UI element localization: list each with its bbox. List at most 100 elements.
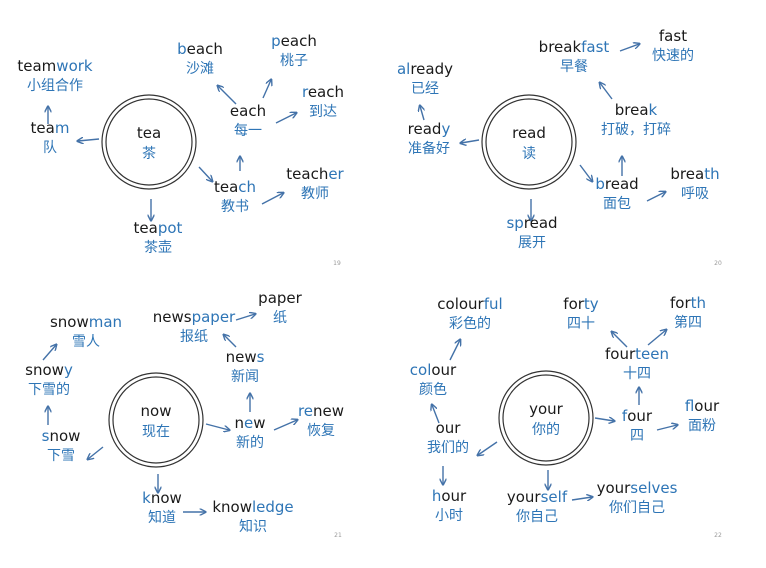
root-word-your: your <box>529 400 564 418</box>
word-teamwork: teamwork <box>17 57 93 75</box>
translation-our: 我们的 <box>427 440 469 456</box>
word-break: break <box>615 101 658 119</box>
word-part: col <box>410 361 432 379</box>
word-part: for <box>563 295 584 313</box>
word-part: tea <box>31 119 55 137</box>
translation-new: 新的 <box>236 435 264 451</box>
word-part: each <box>230 102 266 120</box>
translation-beach: 沙滩 <box>186 61 214 77</box>
word-part: our <box>694 397 720 415</box>
word-part: our <box>431 361 457 379</box>
word-teapot: teapot <box>134 219 183 237</box>
word-part: b <box>595 175 605 193</box>
word-forty: forty <box>563 295 599 313</box>
word-ready: ready <box>408 120 451 138</box>
word-bread: bread <box>595 175 638 193</box>
translation-teach: 教书 <box>221 199 249 215</box>
word-part: team <box>17 57 56 75</box>
arrow-icon-tea-each-to-beach <box>218 86 237 105</box>
word-part: paper <box>258 289 302 307</box>
word-snow: snow <box>42 427 81 445</box>
word-part: now <box>49 427 80 445</box>
arrow-icon-now-snowy-to-snowman <box>42 345 56 361</box>
word-part: self <box>541 488 568 506</box>
word-part: tea <box>214 178 238 196</box>
translation-forty: 四十 <box>567 316 595 332</box>
word-part: f <box>622 407 628 425</box>
translation-forth: 第四 <box>674 314 702 331</box>
word-part: man <box>89 313 122 331</box>
word-part: four <box>605 345 636 363</box>
word-fast: fast <box>659 27 687 45</box>
word-flour: flour <box>685 397 720 415</box>
arrow-icon-read-ready-to-already <box>420 106 424 121</box>
word-part: al <box>397 60 410 78</box>
root-circle-inner-tea <box>105 98 193 186</box>
word-part: e <box>244 414 253 432</box>
word-snowy: snowy <box>25 361 73 379</box>
arrow-icon-tea-teach-to-teacher <box>261 193 283 205</box>
arrow-icon-your-yourself-to-yourselves <box>571 497 592 500</box>
arrow-icon-now-center-to-snow <box>88 446 104 459</box>
translation-break: 打破，打碎 <box>601 121 671 138</box>
word-part: r <box>302 83 309 101</box>
translation-bread: 面包 <box>603 196 631 212</box>
word-part: y <box>64 361 73 379</box>
translation-yourself: 你自己 <box>516 509 558 525</box>
word-part: re <box>298 402 313 420</box>
translation-teamwork: 小组合作 <box>27 78 83 94</box>
word-yourself: yourself <box>507 488 568 506</box>
word-part: teach <box>286 165 328 183</box>
arrow-icon-tea-center-to-teach <box>198 166 212 181</box>
word-part: ch <box>238 178 256 196</box>
word-part: read <box>408 120 442 138</box>
word-newspaper: newspaper <box>153 308 236 326</box>
arrow-icon-your-colour-to-colourful <box>449 340 460 361</box>
word-each: each <box>230 102 266 120</box>
arrow-icon-your-four-to-flour <box>656 425 677 431</box>
translation-news: 新闻 <box>231 369 259 385</box>
page-number-tea: 19 <box>333 260 341 267</box>
word-part: each <box>308 83 344 101</box>
arrow-icon-now-center-to-new <box>205 423 229 430</box>
word-colour: colour <box>410 361 457 379</box>
word-part: p <box>271 32 281 50</box>
word-fourteen: fourteen <box>605 345 669 363</box>
translation-paper: 纸 <box>273 310 287 326</box>
word-new: new <box>234 414 265 432</box>
word-part: new <box>313 402 344 420</box>
word-part: sp <box>506 214 523 232</box>
translation-teacher: 教师 <box>301 186 329 202</box>
translation-already: 已经 <box>411 81 439 97</box>
word-part: break <box>539 38 582 56</box>
word-beach: beach <box>177 40 223 58</box>
word-breath: breath <box>670 165 719 183</box>
word-part: your <box>597 479 632 497</box>
word-part: brea <box>615 101 649 119</box>
translation-snow: 下雪 <box>47 448 75 464</box>
word-part: snow <box>25 361 64 379</box>
translation-flour: 面粉 <box>688 418 716 434</box>
root-translation-read: 读 <box>522 145 536 162</box>
page-number-now: 21 <box>334 532 342 539</box>
word-part: fast <box>581 38 609 56</box>
word-part: tea <box>134 219 158 237</box>
word-part: pot <box>158 219 183 237</box>
translation-fourteen: 十四 <box>623 366 651 382</box>
word-part: selves <box>630 479 677 497</box>
translation-colour: 颜色 <box>419 381 447 398</box>
word-part: s <box>42 427 50 445</box>
arrow-icon-your-fourteen-to-forth <box>647 330 666 346</box>
word-part: read <box>524 214 558 232</box>
translation-yourselves: 你们自己 <box>609 500 665 516</box>
translation-reach: 到达 <box>309 104 337 120</box>
word-part: ready <box>410 60 453 78</box>
quad-divider-horizontal <box>0 283 766 285</box>
translation-fast: 快速的 <box>652 48 694 64</box>
translation-ready: 准备好 <box>408 140 450 157</box>
word-part: er <box>328 165 344 183</box>
word-part: our <box>441 487 467 505</box>
word-already: already <box>397 60 453 78</box>
word-part: k <box>142 489 151 507</box>
word-part: each <box>187 40 223 58</box>
